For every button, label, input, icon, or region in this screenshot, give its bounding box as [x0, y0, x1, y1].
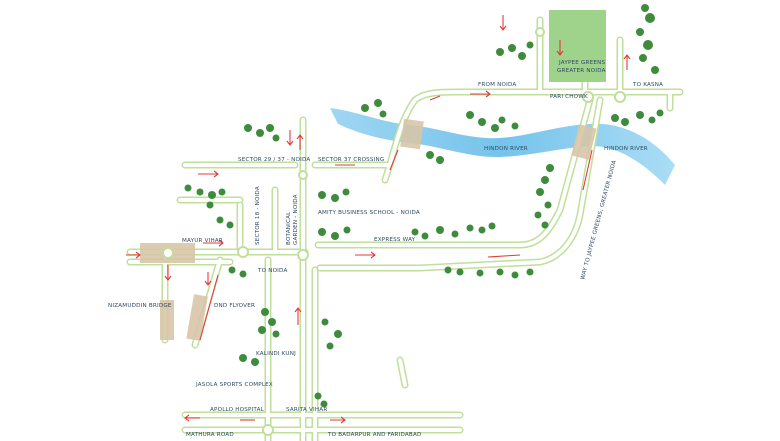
label-kalindi-kunj: KALINDI KUNJ — [256, 351, 296, 357]
label-mayur-vihar: MAYUR VIHAR — [182, 238, 223, 244]
label-to-kasna: TO KASNA — [632, 82, 663, 88]
label-dnd-flyover: DND FLYOVER — [214, 303, 255, 309]
label-sector-29-37: SECTOR 29 / 37 - NOIDA — [238, 157, 310, 163]
label-botanical-line2: GARDEN - NOIDA — [293, 194, 299, 245]
roundabouts — [162, 27, 626, 436]
label-apollo: APOLLO HOSPITAL — [210, 407, 265, 413]
label-pari-chowk: PARI CHOWK — [550, 94, 588, 100]
label-to-noida: TO NOIDA — [257, 268, 287, 274]
label-jaypee-greens-line1: JAYPEE GREENS — [558, 60, 605, 66]
road-network — [126, 16, 684, 441]
label-jasola: JASOLA SPORTS COMPLEX — [195, 382, 273, 388]
label-botanical-line1: BOTANICAL — [286, 211, 292, 245]
label-sector-18: SECTOR 18 - NOIDA — [255, 186, 261, 245]
label-jaypee-greens-line2: GREATER NOIDA — [557, 68, 606, 74]
label-hindon-river-1: HINDON RIVER — [484, 146, 528, 152]
trees — [184, 4, 664, 408]
label-hindon-river-2: HINDON RIVER — [604, 146, 648, 152]
label-mathura-road: MATHURA ROAD — [186, 432, 234, 438]
label-express-way: EXPRESS WAY — [374, 237, 416, 243]
label-nizamuddin-bridge: NIZAMUDDIN BRIDGE — [108, 303, 172, 309]
label-amity: AMITY BUSINESS SCHOOL - NOIDA — [318, 210, 420, 216]
label-sarita-vihar: SARITA VIHAR — [286, 407, 327, 413]
direction-arrows — [126, 15, 631, 424]
label-sector-37-crossing: SECTOR 37 CROSSING — [318, 157, 384, 163]
label-from-noida: FROM NOIDA — [478, 82, 516, 88]
label-to-badarpur: TO BADARPUR AND FARIDABAD — [327, 432, 422, 438]
bridges — [140, 118, 597, 341]
jaypee-greens-block — [549, 10, 606, 82]
